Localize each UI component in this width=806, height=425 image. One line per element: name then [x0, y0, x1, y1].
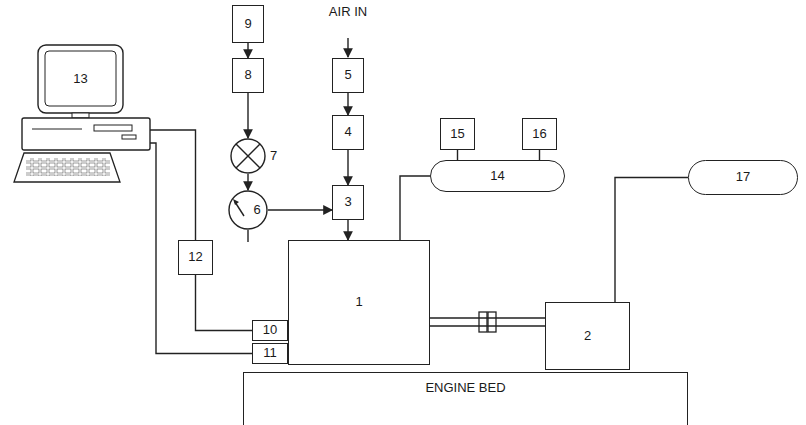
inlet-label: AIR IN: [326, 5, 370, 20]
connector: [457, 150, 458, 160]
sensor-box: 11: [252, 343, 288, 364]
connector: [400, 176, 430, 240]
callout-number: 7: [270, 148, 277, 163]
callout-number: ENGINE BED: [425, 381, 505, 395]
connector: [196, 275, 253, 331]
gauge-symbol: 6: [228, 190, 268, 230]
computer-outline: [22, 45, 150, 150]
callout-number: 5: [344, 68, 351, 82]
callout-number: 13: [73, 72, 87, 86]
connector: [347, 93, 348, 115]
callout-number: 9: [244, 17, 251, 31]
gauge-outline: [228, 190, 268, 230]
interface-box: 12: [178, 240, 213, 275]
connector: [539, 150, 540, 160]
callout-number: 8: [244, 68, 251, 82]
connector: [247, 174, 248, 190]
connector: [615, 178, 688, 303]
instrument-box: 16: [522, 118, 557, 150]
connector: [150, 130, 196, 240]
callout-number: 11: [263, 346, 277, 360]
engine-bed: ENGINE BED: [243, 372, 688, 425]
valve-outline: [230, 138, 266, 174]
tank: 17: [688, 160, 798, 195]
callout-number: 2: [584, 329, 591, 343]
process-box: 4: [332, 115, 364, 150]
process-box: 9: [232, 5, 264, 43]
callout-number: 1: [355, 295, 362, 309]
callout-number: 15: [450, 127, 464, 141]
process-box: 3: [332, 185, 364, 220]
callout-number: 17: [736, 170, 750, 184]
process-box: 8: [232, 58, 264, 93]
callout-number: 14: [490, 169, 504, 183]
air-inlet-arrow: [347, 38, 348, 57]
engine-box: 1: [288, 240, 430, 365]
connector: [347, 220, 348, 240]
shaft-coupling: [479, 312, 487, 332]
callout-number: 10: [263, 323, 277, 337]
callout-number: 3: [344, 195, 351, 209]
sensor-box: 10: [252, 320, 288, 341]
callout-number: 16: [532, 127, 546, 141]
instrument-box: 15: [440, 118, 475, 150]
callout-number: 4: [344, 125, 351, 139]
process-box: 5: [332, 58, 364, 93]
keyboard: [14, 153, 120, 182]
dynamometer-box: 2: [545, 302, 630, 370]
tank: 14: [430, 160, 565, 192]
callout-number: 6: [253, 203, 260, 217]
connector: [247, 93, 248, 138]
keyboard-keys: [26, 158, 110, 176]
connector: [430, 318, 545, 326]
connector: [347, 150, 348, 185]
gauge-stem: [247, 230, 248, 242]
computer: 13: [22, 45, 150, 150]
callout-number: 12: [188, 250, 202, 264]
connector: [150, 143, 252, 354]
valve-symbol: 7: [230, 138, 266, 174]
connector: [247, 43, 248, 58]
shaft-coupling: [488, 312, 496, 332]
connector: [268, 209, 332, 210]
